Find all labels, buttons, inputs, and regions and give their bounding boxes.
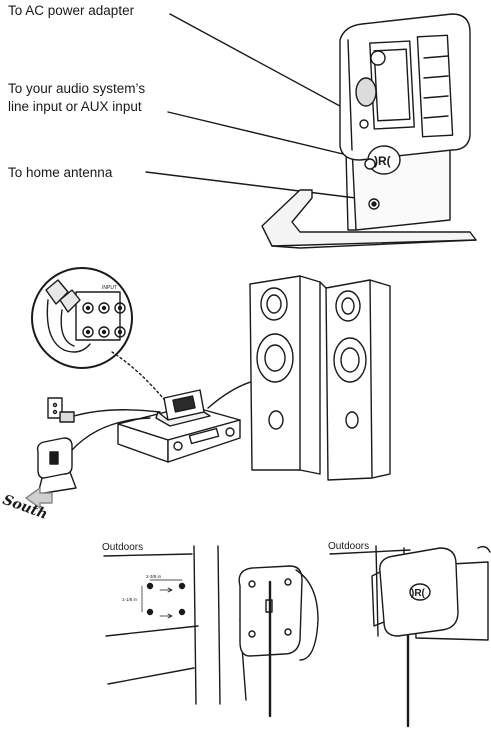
radio-grille xyxy=(356,78,376,106)
audio-jack xyxy=(365,159,375,169)
radio-buttons xyxy=(417,35,452,136)
speaker-right xyxy=(320,280,390,480)
screw-pattern xyxy=(142,580,185,618)
input-panel-label: INPUT xyxy=(102,285,117,291)
speaker-left xyxy=(250,276,320,474)
dim-horizontal-label: 2-3/8 in xyxy=(146,574,162,579)
outdoors-label-right: Outdoors xyxy=(328,541,369,552)
outdoors-label-left: Outdoors xyxy=(102,542,143,553)
dim-vertical-label: 1-1/8 in xyxy=(122,597,138,602)
home-antenna xyxy=(38,438,76,494)
power-cable xyxy=(74,410,160,416)
wall-outlet xyxy=(48,398,74,422)
radio-knob xyxy=(371,51,385,65)
zoom-line xyxy=(112,352,168,404)
leader-ac-power xyxy=(170,14,362,118)
leader-lines xyxy=(146,14,372,200)
svg-text:)R(: )R( xyxy=(374,154,391,168)
leader-antenna xyxy=(146,172,372,200)
svg-text:)R(: )R( xyxy=(411,588,426,599)
leader-audio xyxy=(168,112,368,160)
input-panel-magnifier xyxy=(32,268,132,368)
radio-dock: )R( xyxy=(262,14,476,248)
mounting-scene-right: )R( xyxy=(330,546,490,726)
mounting-scene-left xyxy=(104,546,318,716)
power-jack xyxy=(360,120,368,128)
